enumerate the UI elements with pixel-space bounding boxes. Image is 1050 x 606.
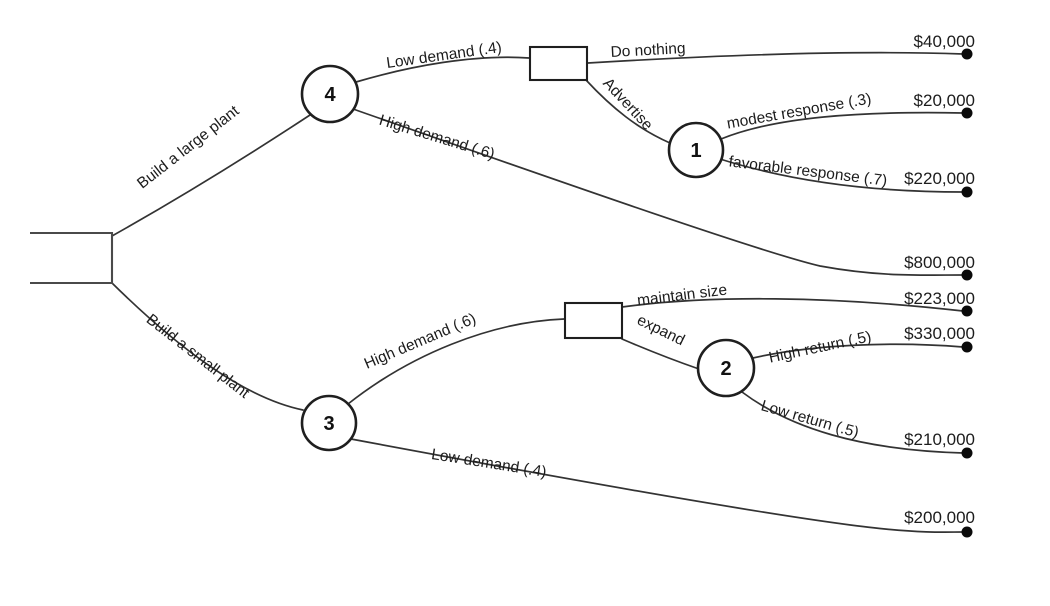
chance-node-4-number: 4: [324, 84, 336, 106]
payoff-favorable-response: $220,000: [904, 169, 975, 188]
branch-label-do-nothing: Do nothing: [610, 40, 686, 61]
payoff-high-return: $330,000: [904, 324, 975, 343]
branch-build-large-plant: [111, 114, 311, 237]
branch-label-low-demand-top: Low demand (.4): [385, 39, 503, 72]
chance-node-2: [696, 338, 756, 398]
payoff-do-nothing: $40,000: [914, 32, 975, 51]
branch-label-high-demand-top: High demand (.6): [377, 112, 497, 163]
endpoint-dot-maintain-size: [961, 305, 973, 317]
branch-low-return: [741, 391, 964, 454]
chance-node-2-number: 2: [720, 358, 731, 380]
branch-high-demand-bottom: [347, 318, 565, 405]
endpoint-dot-high-demand: [961, 269, 973, 281]
branch-label-build-small-plant: Build a small plant: [143, 311, 253, 402]
payoff-modest-response: $20,000: [914, 91, 975, 110]
branch-advertise: [585, 79, 671, 144]
payoff-low-return: $210,000: [904, 430, 975, 449]
chance-node-3-number: 3: [323, 413, 334, 435]
branch-label-low-demand-bottom: Low demand (.4): [430, 446, 548, 481]
branch-maintain-size: [621, 297, 964, 312]
branch-favorable-response: [719, 158, 964, 193]
branch-high-return: [752, 343, 964, 359]
branch-label-low-return: Low return (.5): [759, 397, 861, 441]
branch-label-high-return: High return (.5): [767, 328, 872, 366]
decision-node-expand-choice: [563, 301, 624, 340]
branch-expand: [621, 338, 700, 370]
payoff-high-demand: $800,000: [904, 253, 975, 272]
branch-low-demand-bottom: [350, 438, 964, 533]
payoff-low-demand: $200,000: [904, 508, 975, 527]
branch-label-expand: expand: [634, 312, 687, 350]
branch-label-favorable-response: favorable response (.7): [728, 153, 888, 189]
branch-label-modest-response: modest response (.3): [725, 90, 872, 132]
endpoint-dot-low-return: [961, 447, 973, 459]
payoff-maintain-size: $223,000: [904, 289, 975, 308]
endpoint-dot-do-nothing: [961, 48, 973, 60]
branch-low-demand-top: [355, 56, 530, 83]
endpoint-dot-high-return: [961, 341, 973, 353]
branch-build-small-plant: [111, 282, 304, 411]
branch-do-nothing: [587, 51, 964, 64]
chance-node-3: [300, 394, 358, 452]
branch-modest-response: [720, 111, 964, 140]
branch-high-demand-top: [352, 108, 964, 276]
chance-node-1-number: 1: [690, 140, 701, 162]
endpoint-dot-favorable-response: [961, 186, 973, 198]
decision-node-advertise-choice: [528, 45, 589, 82]
branch-label-advertise: Advertise: [599, 75, 656, 134]
endpoint-dot-low-demand: [961, 526, 973, 538]
chance-node-4: [300, 64, 360, 124]
branch-label-build-large-plant: Build a large plant: [134, 102, 243, 192]
decision-node-root: [30, 231, 114, 285]
endpoint-dot-modest-response: [961, 107, 973, 119]
chance-node-1: [667, 121, 725, 179]
branch-label-maintain-size: maintain size: [636, 282, 728, 310]
